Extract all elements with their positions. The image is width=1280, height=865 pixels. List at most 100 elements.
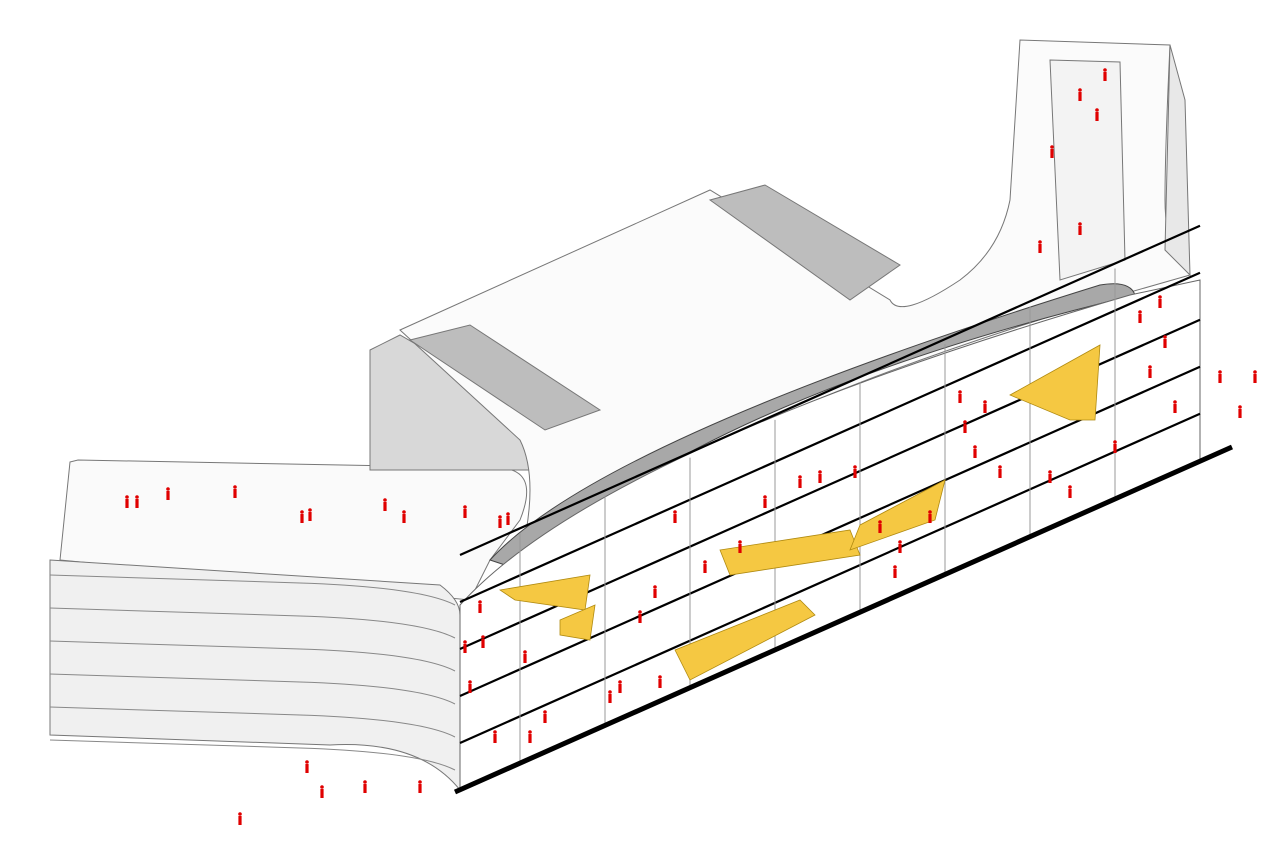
person-head — [402, 510, 406, 514]
person-body — [320, 789, 324, 798]
stairs — [498, 344, 1101, 681]
person-body — [1138, 314, 1142, 323]
person-body — [1095, 112, 1099, 121]
person-head — [963, 420, 967, 424]
person-body — [463, 644, 467, 653]
person-body — [928, 514, 932, 523]
person — [1113, 440, 1117, 453]
person — [1138, 310, 1142, 323]
person — [125, 495, 129, 508]
person-head — [1158, 295, 1162, 299]
person-head — [983, 400, 987, 404]
person — [1218, 370, 1222, 383]
wing-floor-line — [49, 574, 456, 606]
stair-flight — [719, 529, 861, 576]
rear-solar-panels-1 — [408, 324, 602, 431]
person-body — [125, 499, 129, 508]
person-body — [1158, 299, 1162, 308]
person-head — [638, 610, 642, 614]
floor-slab — [459, 412, 1201, 745]
person-head — [308, 508, 312, 512]
person-head — [818, 470, 822, 474]
person-head — [1218, 370, 1222, 374]
person — [135, 495, 139, 508]
person-body — [166, 491, 170, 500]
person — [308, 508, 312, 521]
person-body — [893, 569, 897, 578]
person — [233, 485, 237, 498]
person-body — [493, 734, 497, 743]
person-head — [928, 510, 932, 514]
person — [498, 515, 502, 528]
person — [305, 760, 309, 773]
person — [1078, 88, 1082, 101]
person — [543, 710, 547, 723]
person-head — [1038, 240, 1042, 244]
floor-slab — [459, 365, 1201, 698]
person-head — [1068, 485, 1072, 489]
person — [523, 650, 527, 663]
person — [618, 680, 622, 693]
person-head — [125, 495, 129, 499]
person-body — [958, 394, 962, 403]
person-head — [506, 512, 510, 516]
person-head — [1163, 335, 1167, 339]
person-body — [763, 499, 767, 508]
person-head — [1253, 370, 1257, 374]
person — [493, 730, 497, 743]
rear-solar-panels-2 — [708, 184, 901, 301]
person-body — [898, 544, 902, 553]
person — [238, 812, 242, 825]
person — [1048, 470, 1052, 483]
person-head — [738, 540, 742, 544]
person — [928, 510, 932, 523]
person-body — [1078, 226, 1082, 235]
person — [481, 635, 485, 648]
person-body — [300, 514, 304, 523]
rear-block — [369, 39, 1191, 562]
person — [958, 390, 962, 403]
person — [853, 465, 857, 478]
person-body — [478, 604, 482, 613]
person — [703, 560, 707, 573]
person-head — [973, 445, 977, 449]
person — [1038, 240, 1042, 253]
person-head — [1173, 400, 1177, 404]
person — [998, 465, 1002, 478]
person-body — [1163, 339, 1167, 348]
person-body — [1068, 489, 1072, 498]
ground-line — [453, 444, 1234, 795]
person-head — [478, 600, 482, 604]
wing-floor-line — [49, 640, 456, 672]
person-head — [543, 710, 547, 714]
person-body — [738, 544, 742, 553]
person — [898, 540, 902, 553]
person-head — [320, 785, 324, 789]
left-wing — [49, 459, 528, 792]
person-head — [1078, 88, 1082, 92]
person-head — [608, 690, 612, 694]
person-head — [363, 780, 367, 784]
person — [320, 785, 324, 798]
person — [973, 445, 977, 458]
people — [125, 68, 1257, 825]
stair-flight — [849, 479, 946, 551]
person-body — [1173, 404, 1177, 413]
wing-floor-line — [49, 706, 456, 738]
person — [878, 520, 882, 533]
person-head — [1095, 108, 1099, 112]
person-body — [878, 524, 882, 533]
person-body — [673, 514, 677, 523]
person — [166, 487, 170, 500]
person — [1158, 295, 1162, 308]
person — [673, 510, 677, 523]
person — [468, 680, 472, 693]
floor-slabs — [459, 224, 1201, 791]
person-body — [528, 734, 532, 743]
person — [402, 510, 406, 523]
person-body — [383, 502, 387, 511]
person — [818, 470, 822, 483]
person — [963, 420, 967, 433]
person-body — [973, 449, 977, 458]
